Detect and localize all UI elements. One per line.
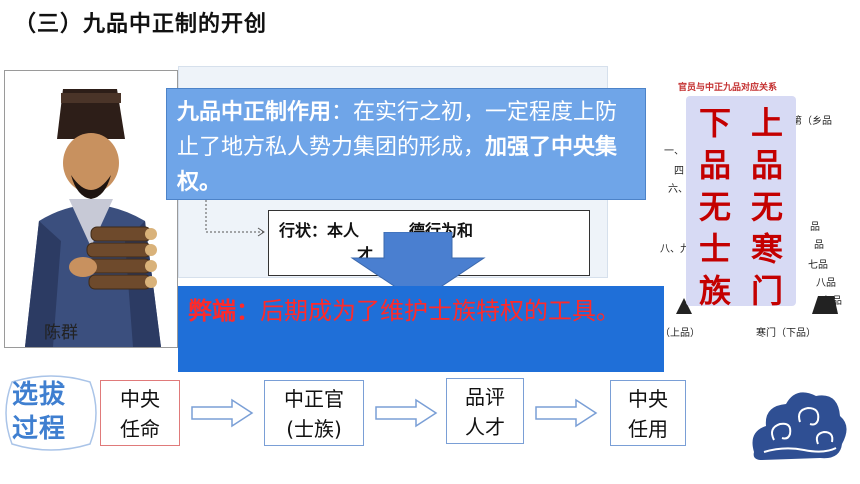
effect-text: 在实行之初，一定程度上防止了地方私人势力集团的形成， [177,100,618,160]
chart-row-5: 品 [814,240,824,251]
rank-chart: 官员与中正九品对应关系 第（乡品 一、 四 六、 品 品 八、九品 七品 八品 … [660,70,860,350]
chart-row-1: 一、 [664,146,684,157]
process-label-line1: 选拔 [12,380,67,410]
flaw-label: 弊端 [188,297,236,325]
step-line1: 中央 [120,387,160,411]
chart-row-6: 八、九品 [660,244,700,255]
decorative-cloud-icon [752,392,847,460]
step-line2: 人才 [465,415,505,439]
chart-row-8: 八品 [816,278,836,289]
slogan-char: 品 [698,146,731,184]
chart-top-label: 第（乡品 [792,116,832,127]
portrait-caption: 陈群 [44,323,78,343]
chart-title: 官员与中正九品对应关系 [678,83,778,93]
slogan-char: 门 [750,272,783,310]
process-step-central-use: 中央 任用 [610,380,686,446]
portrait-frame [4,70,178,348]
xingzhuang-text-a: 行状：本人 [279,221,360,240]
slogan-char: 品 [750,146,783,184]
effect-box: 九品中正制作用：在实行之初，一定程度上防止了地方私人势力集团的形成，加强了中央集… [166,88,646,200]
chen-qun-portrait-illustration [5,71,177,347]
effect-emphasis: 加强了中央集权。 [177,135,618,195]
process-label: 选拔 过程 [2,372,100,454]
process-label-text: 选拔 过程 [12,378,66,446]
rank-slogan-banner: 下 品 无 士 族 上 品 无 寒 门 [686,96,796,310]
arrow-right-icon [535,398,598,428]
flaw-box: 弊端：后期成为了维护士族特权的工具。 [178,286,664,372]
chart-row-4: 品 [810,222,820,233]
chart-pyramid-left [676,298,692,314]
page-title: （三）九品中正制的开创 [14,12,268,37]
process-label-line2: 过程 [12,414,67,444]
flaw-text: 后期成为了维护士族特权的工具。 [260,297,620,325]
slogan-char: 寒 [750,230,783,268]
step-line2: 任用 [628,417,668,441]
effect-label: 九品中正制作用 [177,100,332,125]
process-step-evaluate: 品评 人才 [446,378,524,444]
flaw-colon: ： [236,297,260,325]
slogan-char: 无 [698,188,731,226]
effect-colon: ： [331,100,354,125]
slogan-char: 上 [750,104,783,142]
slogan-col-left: 下 品 无 士 族 [692,102,738,312]
slogan-char: 族 [698,272,731,310]
arrow-right-icon [191,398,254,428]
slogan-char: 士 [698,230,731,268]
chart-pyramid-right [812,296,838,314]
chart-row-2: 四 [674,166,684,177]
slogan-char: 无 [750,188,783,226]
process-label-bubble-icon [5,375,97,451]
step-line2: 任命 [120,417,160,441]
chart-row-3: 六、 [668,184,688,195]
connector-lines [205,192,265,237]
chart-bottom-left: （上品） [660,328,700,339]
step-line1: 品评 [465,385,505,409]
chart-bottom-right: 寒门（下品） [756,328,816,339]
step-line1: 中正官 [284,387,344,411]
down-arrow-icon [350,232,486,303]
step-line2: (士族) [286,417,342,441]
slogan-col-right: 上 品 无 寒 门 [744,102,790,312]
process-step-zhongzheng: 中正官 (士族) [264,380,364,446]
step-line1: 中央 [628,387,668,411]
chart-row-7: 七品 [808,260,828,271]
arrow-right-icon [375,398,438,428]
process-step-central-appoint: 中央 任命 [100,380,180,446]
slogan-char: 下 [698,104,731,142]
